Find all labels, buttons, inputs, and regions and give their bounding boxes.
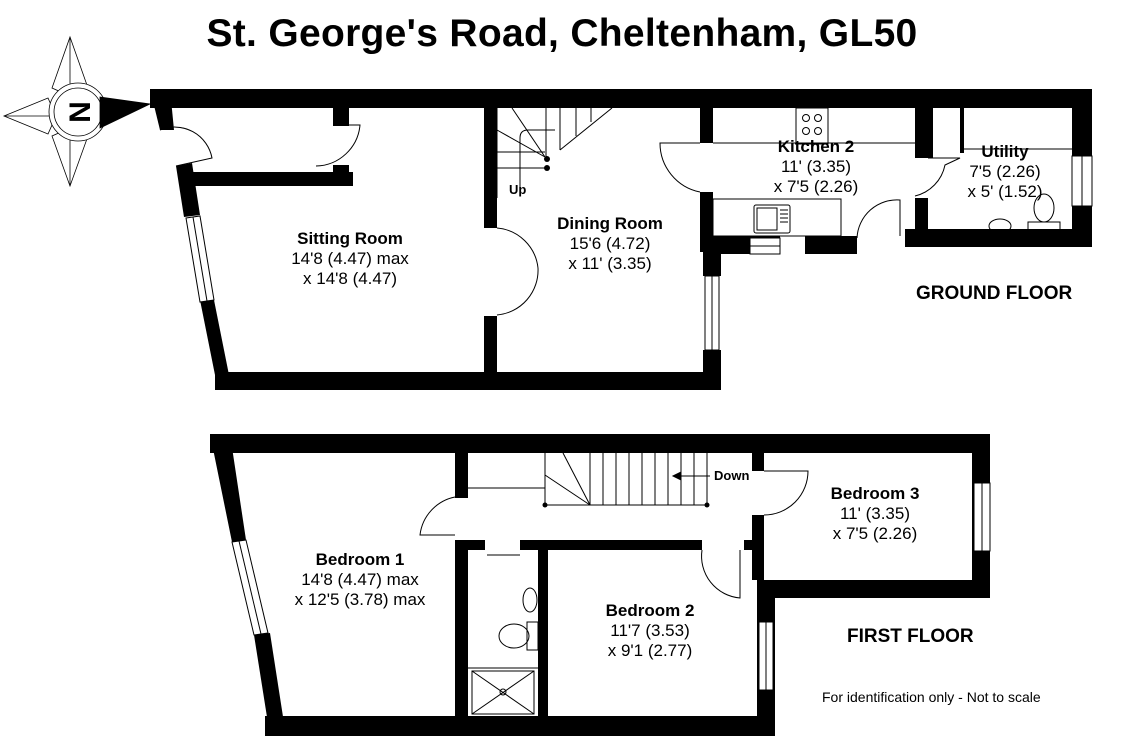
room-label-bedroom-3: Bedroom 3 11' (3.35) x 7'5 (2.26): [831, 484, 920, 544]
room-dimension: 11' (3.35): [780, 157, 852, 176]
first-floor-fixtures: [419, 452, 809, 715]
room-dimension: 11' (3.35): [839, 504, 911, 523]
room-dimension: x 7'5 (2.26): [773, 177, 859, 196]
compass-letter: N: [64, 101, 97, 123]
ground-floor-windows: [185, 155, 1093, 351]
room-label-dining-room: Dining Room 15'6 (4.72) x 11' (3.35): [557, 214, 663, 274]
disclaimer-note: For identification only - Not to scale: [822, 689, 1041, 705]
room-dimension: 14'8 (4.47) max: [301, 570, 419, 589]
first-floor-walls: [210, 434, 990, 736]
room-dimension: x 9'1 (2.77): [607, 641, 693, 660]
ground-floor-fixtures: [159, 107, 1072, 316]
room-dimension: x 14'8 (4.47): [303, 269, 397, 288]
room-name: Kitchen 2: [777, 137, 855, 156]
room-label-sitting-room: Sitting Room 14'8 (4.47) max x 14'8 (4.4…: [291, 229, 409, 289]
room-dimension: 7'5 (2.26): [969, 162, 1041, 181]
stairs-down-label: Down: [714, 468, 750, 483]
room-dimension: x 5' (1.52): [967, 182, 1043, 201]
ground-floor-label: GROUND FLOOR: [916, 283, 1073, 304]
compass-north-arrow-icon: [2, 35, 152, 188]
room-name: Bedroom 1: [315, 550, 405, 569]
room-name: Utility: [981, 142, 1029, 161]
page-title: St. George's Road, Cheltenham, GL50: [206, 12, 918, 55]
first-floor-windows: [231, 482, 991, 691]
room-dimension: x 11' (3.35): [568, 254, 652, 273]
room-label-bedroom-2: Bedroom 2 11'7 (3.53) x 9'1 (2.77): [606, 601, 695, 661]
room-label-kitchen-2: Kitchen 2 11' (3.35) x 7'5 (2.26): [774, 137, 859, 197]
room-dimension: 11'7 (3.53): [610, 621, 690, 640]
room-name: Dining Room: [557, 214, 663, 233]
room-dimension: x 7'5 (2.26): [832, 524, 918, 543]
first-floor-label: FIRST FLOOR: [847, 626, 974, 647]
room-label-bedroom-1: Bedroom 1 14'8 (4.47) max x 12'5 (3.78) …: [295, 550, 426, 610]
room-name: Bedroom 3: [830, 484, 920, 503]
room-name: Bedroom 2: [605, 601, 695, 620]
stairs-up-label: Up: [509, 182, 527, 197]
room-name: Sitting Room: [297, 229, 403, 248]
room-dimension: 15'6 (4.72): [569, 234, 651, 253]
room-label-utility: Utility 7'5 (2.26) x 5' (1.52): [967, 142, 1042, 202]
room-dimension: 14'8 (4.47) max: [291, 249, 409, 268]
room-dimension: x 12'5 (3.78) max: [294, 590, 426, 609]
